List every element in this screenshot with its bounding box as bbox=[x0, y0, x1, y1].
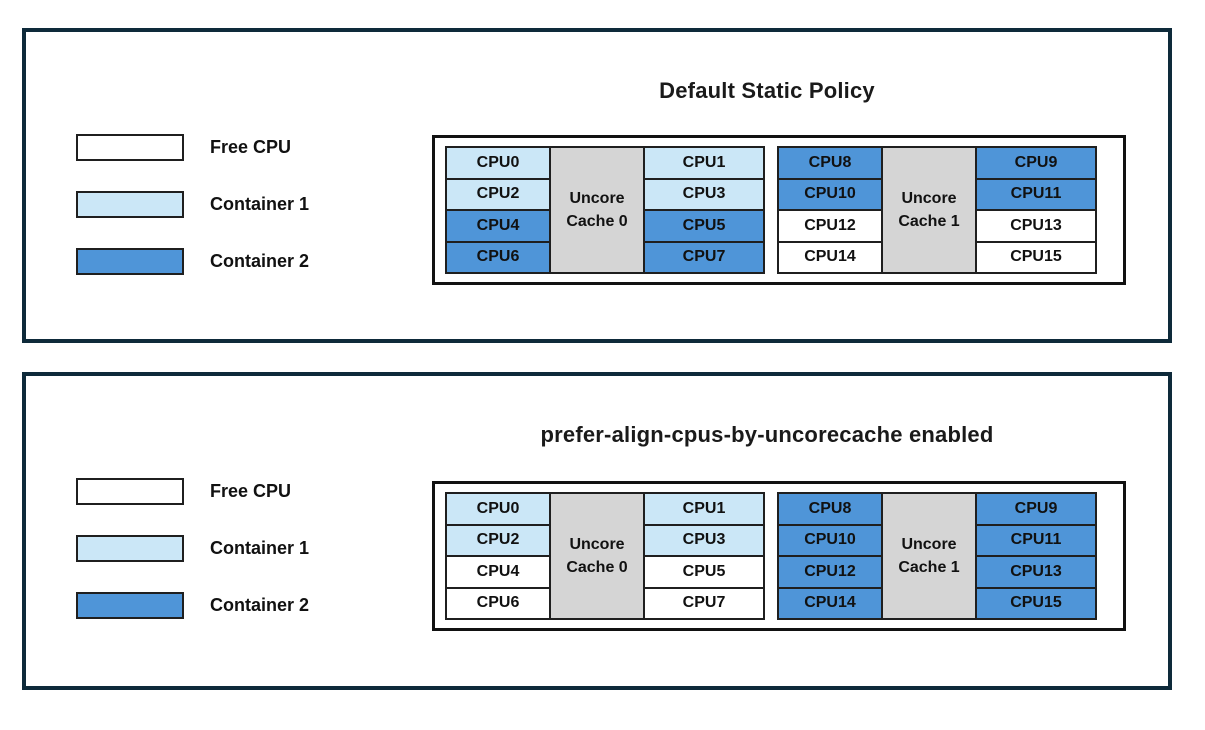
cpu-cell: CPU15 bbox=[975, 586, 1097, 620]
uncore-cache-1-box: Uncore Cache 1 bbox=[881, 146, 977, 274]
cpu-cell: CPU0 bbox=[445, 492, 551, 526]
cpu-cell: CPU14 bbox=[777, 240, 883, 274]
cpu-cell: CPU10 bbox=[777, 523, 883, 557]
legend-label-free-cpu: Free CPU bbox=[210, 481, 292, 501]
legend-swatch-container-1 bbox=[76, 191, 184, 218]
uncore-cache-1-group: CPU8 CPU10 CPU12 CPU14 Uncore Cache 1 CP… bbox=[777, 146, 1097, 274]
cpu-column: CPU1 CPU3 CPU5 CPU7 bbox=[643, 492, 765, 620]
cpu-cell: CPU2 bbox=[445, 523, 551, 557]
cpu-cell: CPU4 bbox=[445, 555, 551, 589]
cpu-cell: CPU2 bbox=[445, 177, 551, 211]
uncore-cache-0-label: Uncore Cache 0 bbox=[566, 535, 628, 576]
legend-item-container-1: Container 1 bbox=[76, 535, 309, 562]
cpu-column: CPU1 CPU3 CPU5 CPU7 bbox=[643, 146, 765, 274]
legend-item-free-cpu: Free CPU bbox=[76, 478, 291, 505]
cpu-topology-diagram: CPU0 CPU2 CPU4 CPU6 Uncore Cache 0 CPU1 … bbox=[432, 135, 1126, 285]
uncore-cache-1-group: CPU8 CPU10 CPU12 CPU14 Uncore Cache 1 CP… bbox=[777, 492, 1097, 620]
legend-item-container-2: Container 2 bbox=[76, 592, 309, 619]
cpu-cell: CPU12 bbox=[777, 209, 883, 243]
uncore-cache-0-group: CPU0 CPU2 CPU4 CPU6 Uncore Cache 0 CPU1 … bbox=[445, 492, 765, 620]
uncore-cache-1-box: Uncore Cache 1 bbox=[881, 492, 977, 620]
cpu-cell: CPU8 bbox=[777, 492, 883, 526]
cpu-cell: CPU5 bbox=[643, 555, 765, 589]
cpu-cell: CPU13 bbox=[975, 555, 1097, 589]
cpu-column: CPU9 CPU11 CPU13 CPU15 bbox=[975, 492, 1097, 620]
cpu-cell: CPU13 bbox=[975, 209, 1097, 243]
panel-default-static-policy: Default Static Policy Free CPU Container… bbox=[22, 28, 1172, 343]
uncore-cache-0-box: Uncore Cache 0 bbox=[549, 146, 645, 274]
legend-swatch-container-2 bbox=[76, 248, 184, 275]
cpu-cell: CPU8 bbox=[777, 146, 883, 180]
cpu-cell: CPU6 bbox=[445, 240, 551, 274]
cpu-column: CPU0 CPU2 CPU4 CPU6 bbox=[445, 146, 551, 274]
legend-item-container-1: Container 1 bbox=[76, 191, 309, 218]
legend-swatch-container-2 bbox=[76, 592, 184, 619]
cpu-cell: CPU10 bbox=[777, 177, 883, 211]
cpu-cell: CPU3 bbox=[643, 523, 765, 557]
cpu-cell: CPU9 bbox=[975, 492, 1097, 526]
panel-title: Default Static Policy bbox=[659, 78, 875, 103]
uncore-cache-1-label: Uncore Cache 1 bbox=[898, 535, 960, 576]
cpu-cell: CPU11 bbox=[975, 177, 1097, 211]
cpu-column: CPU8 CPU10 CPU12 CPU14 bbox=[777, 146, 883, 274]
uncore-cache-1-label: Uncore Cache 1 bbox=[898, 189, 960, 230]
cpu-cell: CPU6 bbox=[445, 586, 551, 620]
legend-label-container-1: Container 1 bbox=[210, 194, 310, 214]
cpu-cell: CPU4 bbox=[445, 209, 551, 243]
panel-title: prefer-align-cpus-by-uncorecache enabled bbox=[540, 422, 994, 447]
cpu-cell: CPU7 bbox=[643, 240, 765, 274]
legend-item-container-2: Container 2 bbox=[76, 248, 309, 275]
cpu-cell: CPU7 bbox=[643, 586, 765, 620]
uncore-cache-0-label: Uncore Cache 0 bbox=[566, 189, 628, 230]
cpu-cell: CPU1 bbox=[643, 146, 765, 180]
cpu-cell: CPU12 bbox=[777, 555, 883, 589]
cpu-column: CPU9 CPU11 CPU13 CPU15 bbox=[975, 146, 1097, 274]
cpu-column: CPU0 CPU2 CPU4 CPU6 bbox=[445, 492, 551, 620]
legend-label-free-cpu: Free CPU bbox=[210, 137, 292, 157]
legend-item-free-cpu: Free CPU bbox=[76, 134, 291, 161]
legend-label-container-1: Container 1 bbox=[210, 538, 310, 558]
cpu-cell: CPU3 bbox=[643, 177, 765, 211]
cpu-cell: CPU14 bbox=[777, 586, 883, 620]
legend-label-container-2: Container 2 bbox=[210, 595, 310, 615]
legend-swatch-free-cpu bbox=[76, 134, 184, 161]
legend-swatch-free-cpu bbox=[76, 478, 184, 505]
cpu-cell: CPU11 bbox=[975, 523, 1097, 557]
cpu-cell: CPU5 bbox=[643, 209, 765, 243]
panel-prefer-align-cpus: prefer-align-cpus-by-uncorecache enabled… bbox=[22, 372, 1172, 690]
cpu-topology-diagram: CPU0 CPU2 CPU4 CPU6 Uncore Cache 0 CPU1 … bbox=[432, 481, 1126, 631]
legend-label-container-2: Container 2 bbox=[210, 251, 310, 271]
cpu-cell: CPU0 bbox=[445, 146, 551, 180]
uncore-cache-0-box: Uncore Cache 0 bbox=[549, 492, 645, 620]
cpu-column: CPU8 CPU10 CPU12 CPU14 bbox=[777, 492, 883, 620]
cpu-cell: CPU15 bbox=[975, 240, 1097, 274]
cpu-cell: CPU1 bbox=[643, 492, 765, 526]
uncore-cache-0-group: CPU0 CPU2 CPU4 CPU6 Uncore Cache 0 CPU1 … bbox=[445, 146, 765, 274]
cpu-cell: CPU9 bbox=[975, 146, 1097, 180]
legend-swatch-container-1 bbox=[76, 535, 184, 562]
